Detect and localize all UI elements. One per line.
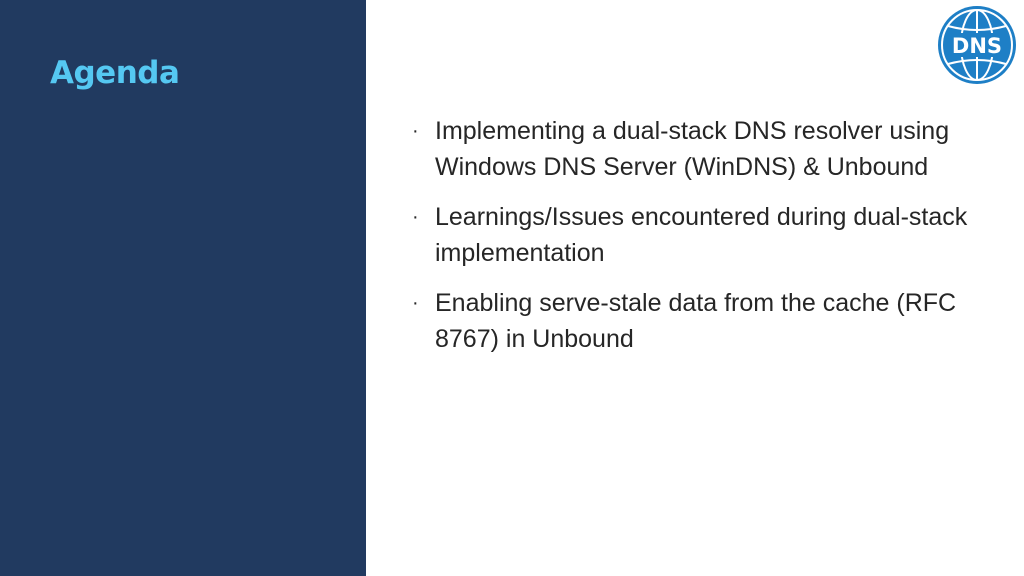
bullet-icon: · [412,292,419,314]
dns-logo-graphic: DNS [938,6,1016,84]
agenda-item: · Enabling serve-stale data from the cac… [412,285,972,357]
logo-text: DNS [952,34,1002,58]
bullet-icon: · [412,206,419,228]
agenda-item: · Learnings/Issues encountered during du… [412,199,972,271]
dns-globe-icon: DNS [936,4,1018,86]
agenda-item-text: Implementing a dual-stack DNS resolver u… [435,117,950,181]
agenda-item: · Implementing a dual-stack DNS resolver… [412,113,972,185]
agenda-item-text: Learnings/Issues encountered during dual… [435,203,968,267]
agenda-list: · Implementing a dual-stack DNS resolver… [412,113,972,371]
slide-title: Agenda [50,55,180,91]
bullet-icon: · [412,120,419,142]
side-panel [0,0,366,576]
agenda-item-text: Enabling serve-stale data from the cache… [435,289,957,353]
